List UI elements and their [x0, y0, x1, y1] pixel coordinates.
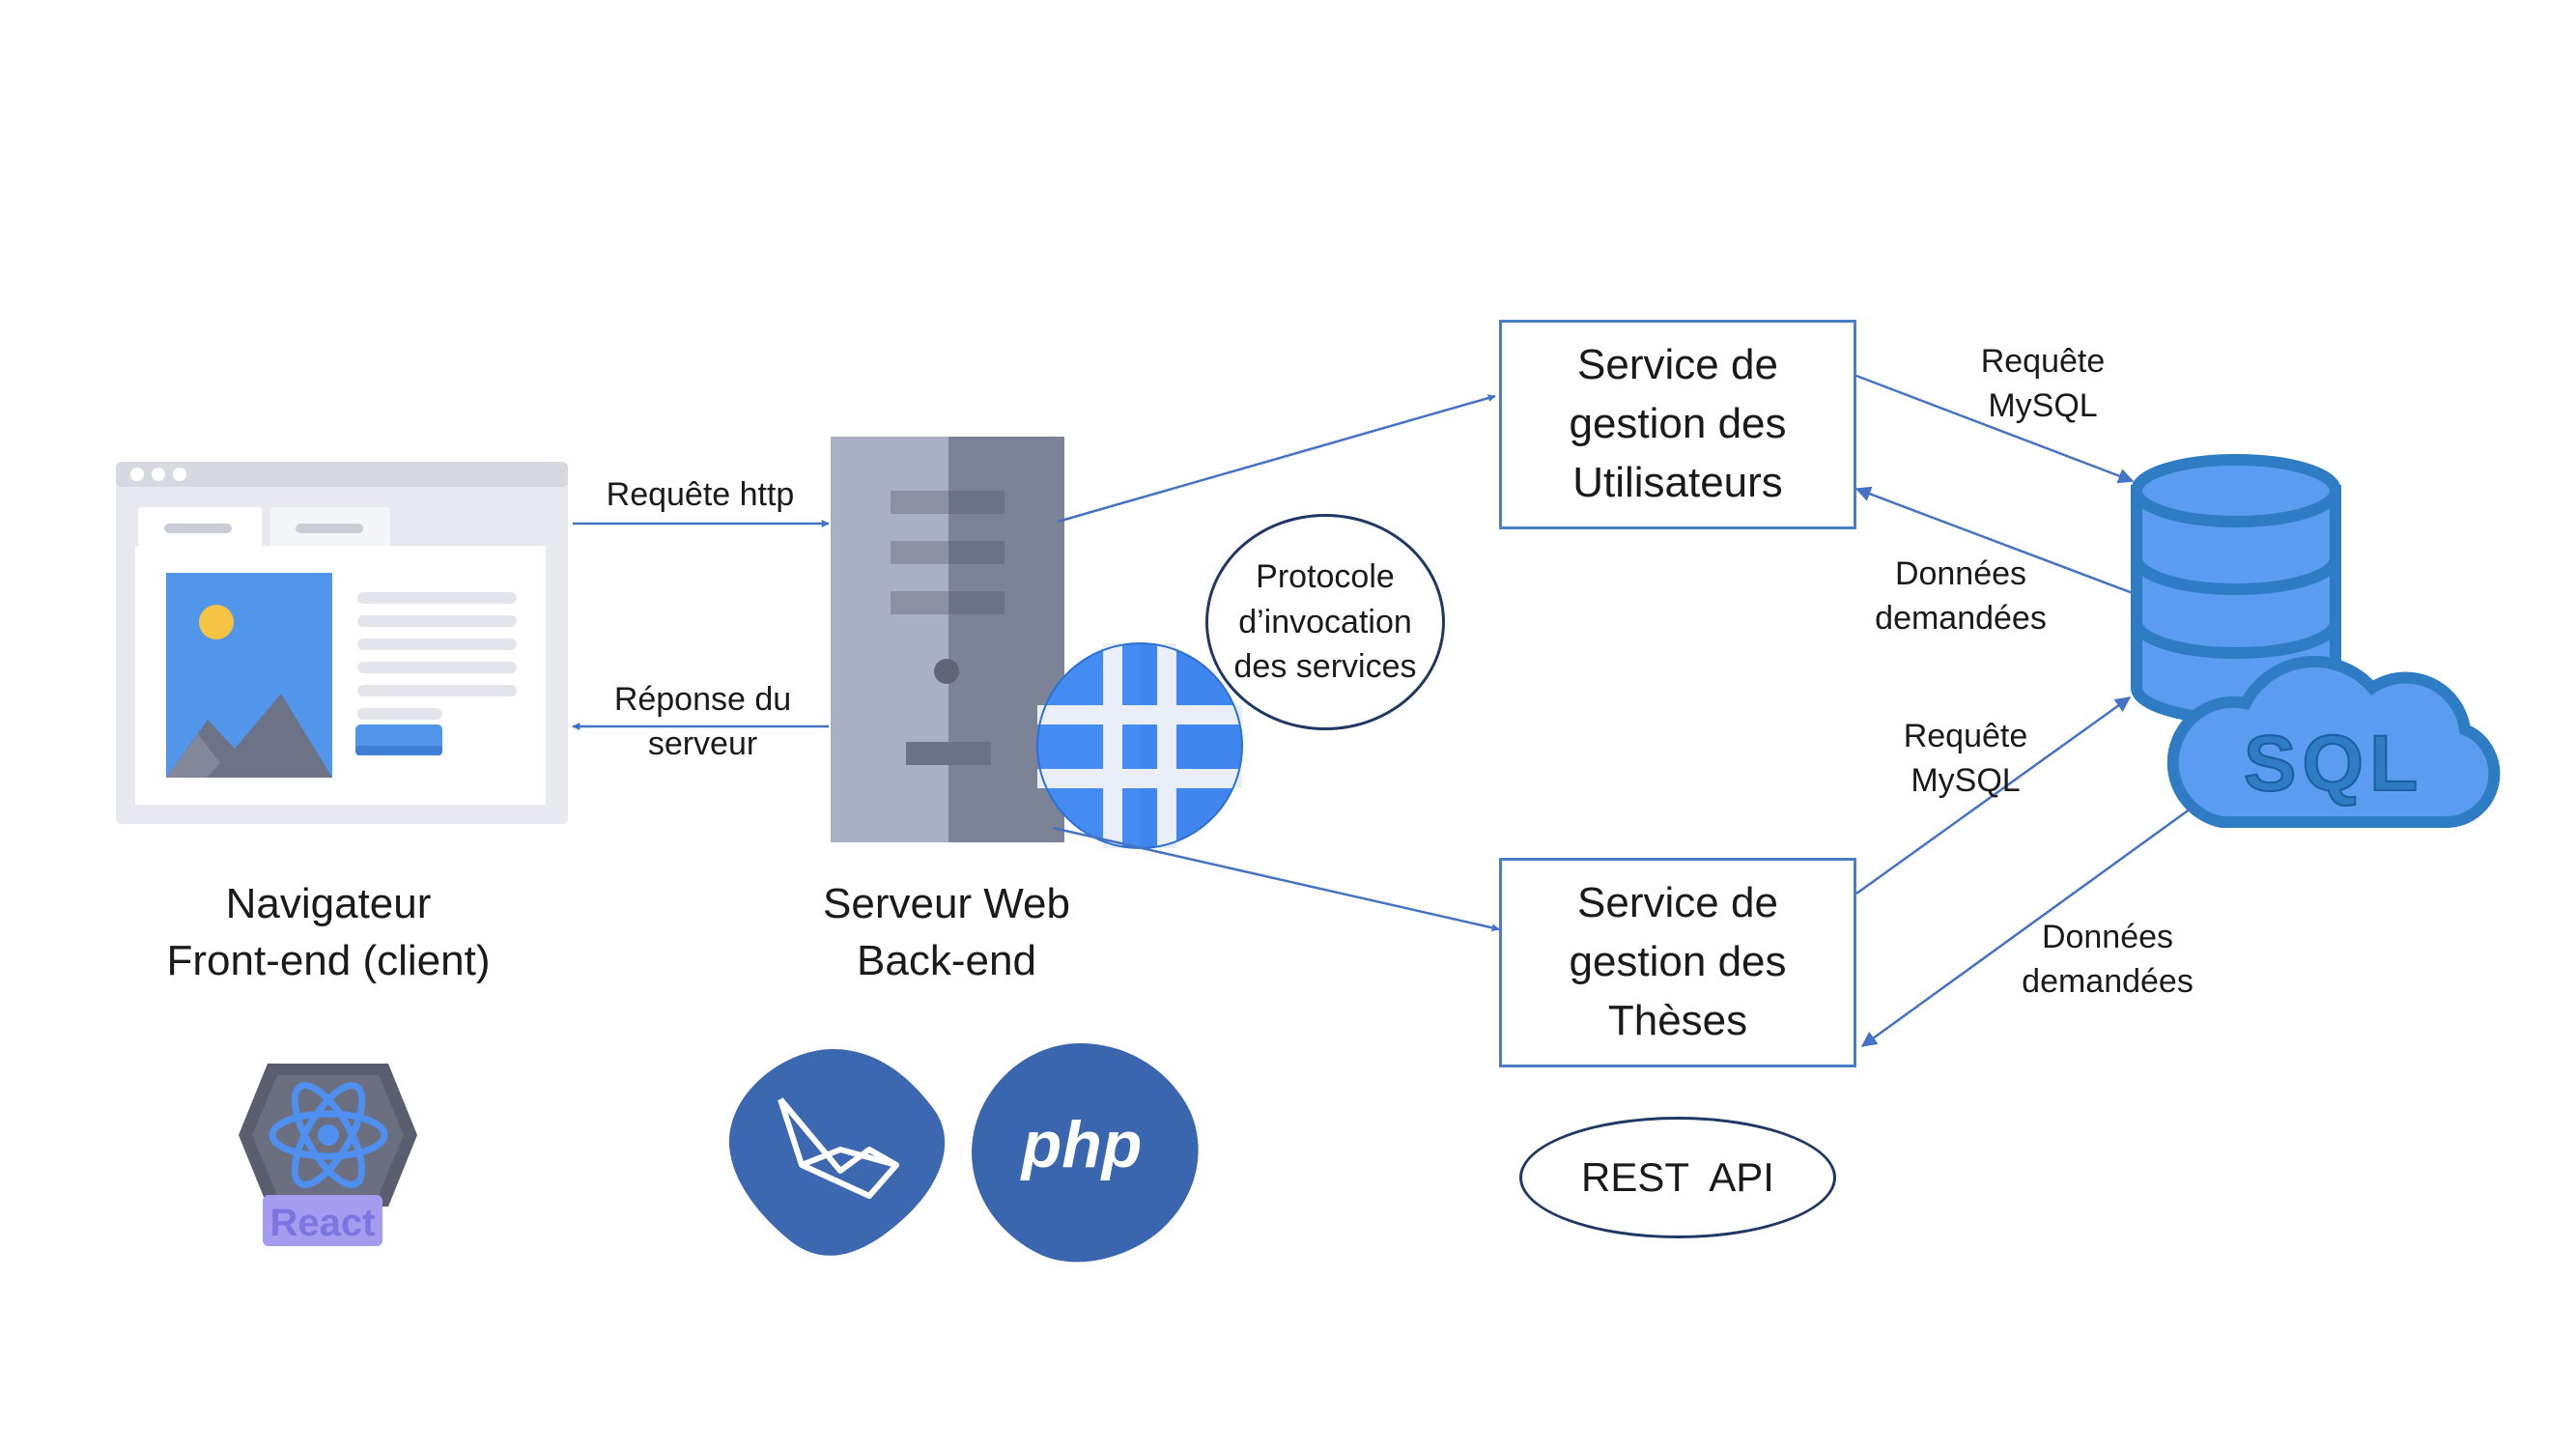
connectors	[572, 374, 2198, 1048]
service-theses-line2: gestion des	[1569, 938, 1787, 986]
browser-label: Navigateur Front-end (client)	[135, 875, 522, 990]
service-theses-line1: Service de	[1577, 879, 1778, 927]
react-logo	[239, 1064, 417, 1246]
service-theses-line3: Thèses	[1607, 996, 1748, 1044]
mysql-request-top-line2: MySQL	[1988, 386, 2098, 424]
arrow-users-to-db	[1855, 374, 2135, 484]
data-bottom-line2: demandées	[2022, 962, 2194, 1000]
data-bottom-line1: Données	[2041, 919, 2174, 955]
arrow-theses-to-db	[1855, 696, 2132, 895]
mysql-request-bottom-line1: Requête	[1903, 718, 2028, 754]
arrow-db-to-theses	[1860, 802, 2198, 1048]
laravel-logo	[728, 1049, 946, 1256]
server-response-line1: Réponse du	[613, 681, 792, 718]
server-tower-icon	[831, 437, 1064, 842]
data-top-line1: Données	[1894, 555, 2027, 592]
protocol-line2: d’invocation	[1238, 603, 1412, 640]
arrow-db-to-users	[1854, 486, 2134, 595]
protocol-line1: Protocole	[1256, 557, 1395, 595]
service-users-line1: Service de	[1577, 341, 1778, 389]
service-theses-box: Service de gestion des Thèses	[1499, 858, 1856, 1067]
rest-api-label: REST API	[1581, 1154, 1774, 1200]
http-request-label: Requête http	[606, 476, 795, 513]
mysql-request-bottom-label: Requête MySQL	[1850, 715, 2081, 804]
php-logo	[971, 1043, 1199, 1263]
data-top-line2: demandées	[1875, 599, 2047, 637]
service-users-box: Service de gestion des Utilisateurs	[1499, 320, 1856, 529]
protocol-line3: des services	[1233, 648, 1417, 686]
browser-label-line2: Front-end (client)	[166, 937, 491, 985]
php-logo-text: php	[1020, 1108, 1143, 1181]
database-icon	[2131, 454, 2501, 829]
sql-logo-text: SQL	[2244, 720, 2424, 808]
server-label-line2: Back-end	[857, 937, 1036, 985]
arrow-server-to-users	[1057, 394, 1496, 524]
mysql-request-top-line1: Requête	[1980, 343, 2106, 380]
service-users-line3: Utilisateurs	[1572, 458, 1783, 506]
server-response-line2: serveur	[647, 724, 758, 762]
service-users-line2: gestion des	[1569, 400, 1787, 448]
server-label-line1: Serveur Web	[823, 880, 1070, 927]
server-label: Serveur Web Back-end	[753, 875, 1140, 990]
browser-label-line1: Navigateur	[225, 880, 432, 927]
mysql-request-top-label: Requête MySQL	[1932, 340, 2154, 429]
globe-icon	[1036, 642, 1243, 849]
browser-window-icon	[116, 462, 568, 824]
server-response-label: Réponse du serveur	[580, 678, 826, 767]
data-bottom-label: Données demandées	[1992, 916, 2223, 1005]
arrow-server-to-theses	[1052, 826, 1500, 932]
protocol-oval: Protocole d’invocation des services	[1205, 514, 1445, 730]
mysql-request-bottom-line2: MySQL	[1911, 761, 2021, 799]
rest-api-oval: REST API	[1519, 1117, 1836, 1238]
react-logo-text: React	[270, 1202, 376, 1244]
data-top-label: Données demandées	[1845, 553, 2077, 641]
